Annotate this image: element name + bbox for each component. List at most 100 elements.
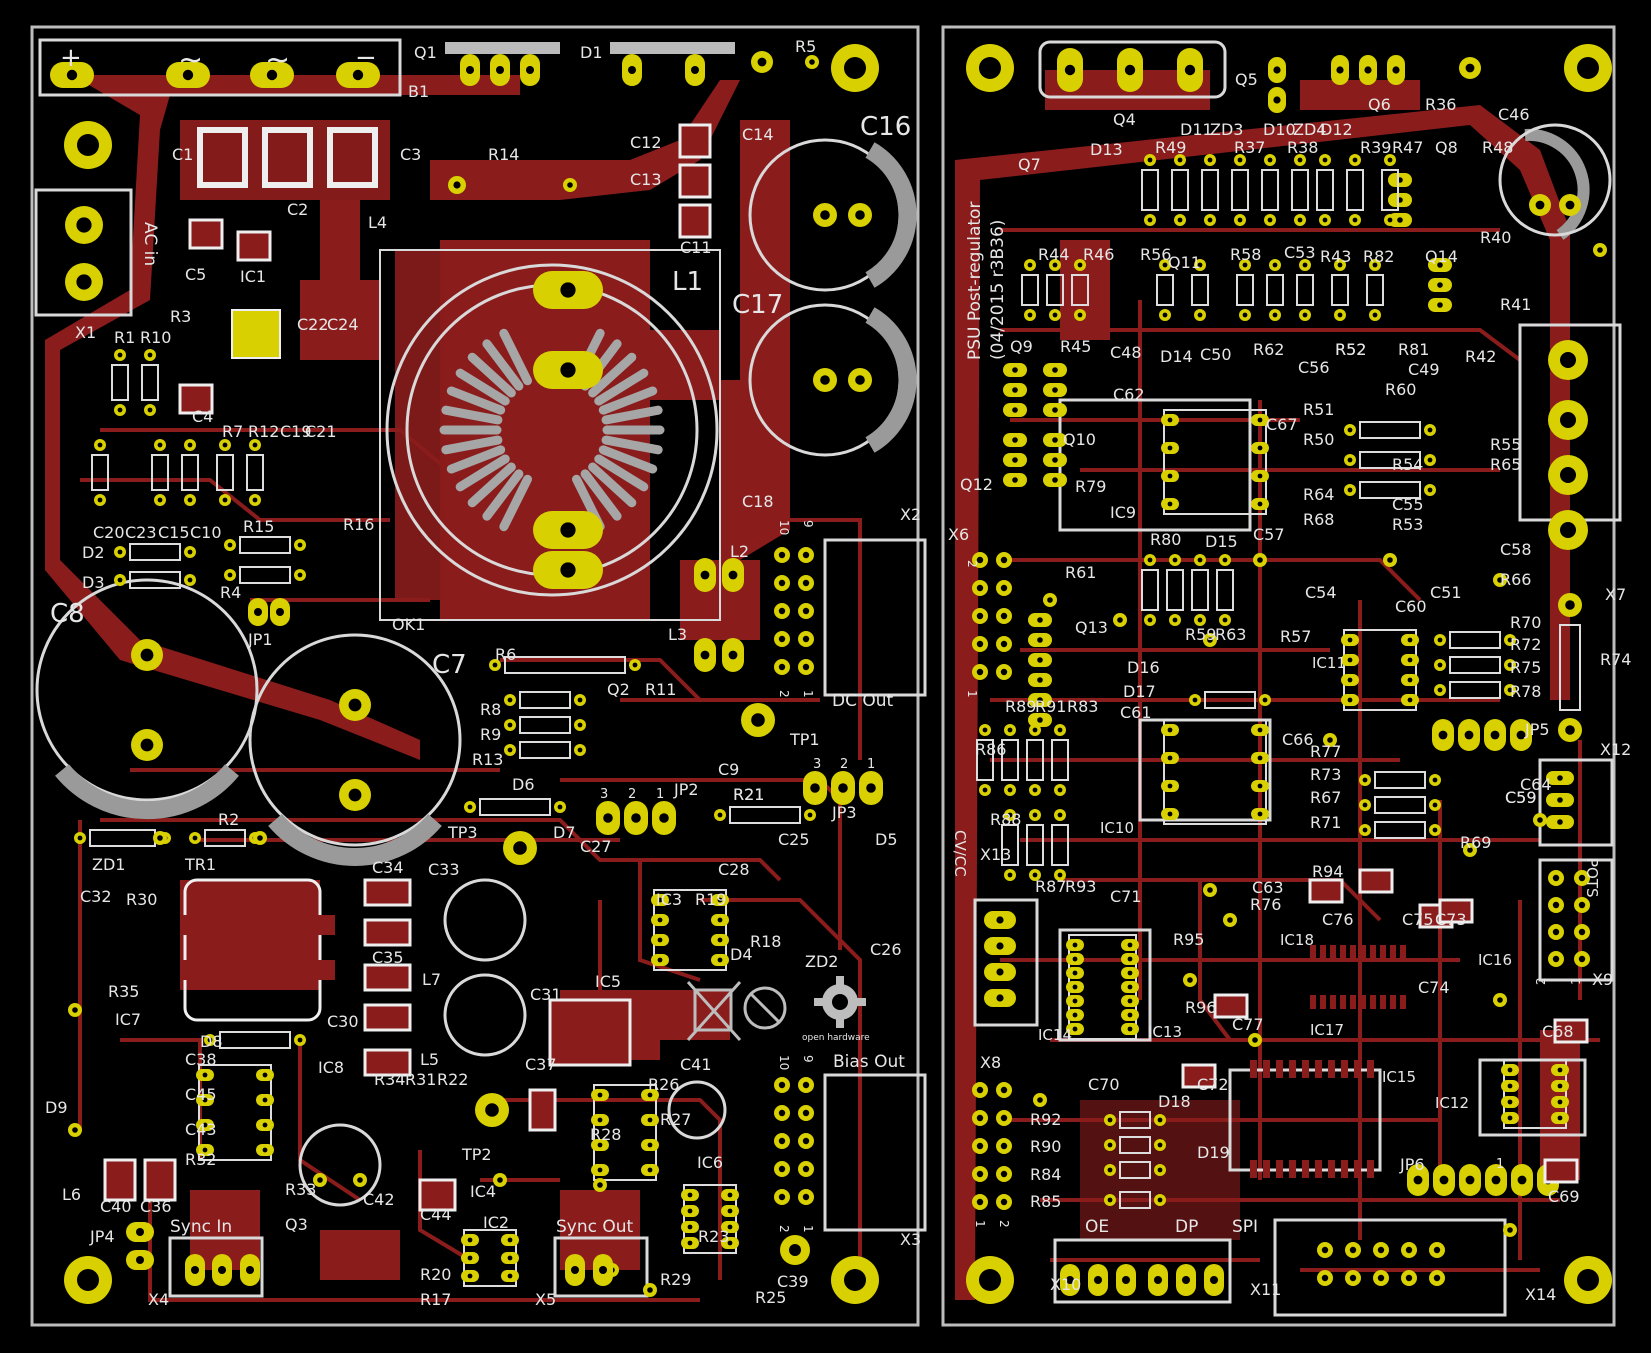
drill-hole [187,497,193,503]
toroid-winding [455,454,510,492]
drill-hole [1197,617,1203,623]
ref-label-c18: C18 [742,492,774,511]
ref-label-d3: D3 [82,573,105,592]
ic15-pin [1276,1060,1283,1078]
drill-hole [496,66,504,74]
drill-hole [597,1092,603,1098]
ref-label-c45: C45 [185,1085,217,1104]
drill-hole [1107,1167,1113,1173]
drill-hole [1557,1083,1563,1089]
resistor-body [1001,824,1019,866]
drill-hole [1507,687,1513,693]
drill-hole [1127,956,1133,962]
ref-label-d6: D6 [512,775,535,794]
drill-hole [717,917,723,923]
drill-hole [1565,200,1575,210]
drill-hole [492,662,498,668]
weee-logo [686,980,742,1042]
smd-part [178,383,214,415]
drill-hole [1560,467,1576,483]
drill-hole [1465,1175,1475,1185]
ref-label-tp3: TP3 [447,823,478,842]
ref-label-ic2: IC2 [483,1213,509,1232]
label-dp: DP [1175,1217,1198,1237]
drill-hole [202,1072,208,1078]
ref-label-r50: R50 [1303,430,1334,449]
resistor-body [246,454,264,491]
ref-label-c64: C64 [1520,775,1552,794]
resistor-body [519,741,571,759]
ref-label-c38: C38 [185,1050,217,1069]
ref-label-r83: R83 [1067,697,1098,716]
drill-hole [1272,312,1278,318]
drill-hole [1507,1083,1513,1089]
drill-hole [1516,730,1526,740]
drill-hole [1349,1246,1357,1254]
ref-label-c21: C21 [305,422,337,441]
toroid-winding [594,454,649,492]
ref-label-r38: R38 [1287,138,1318,157]
drill-hole [1557,797,1563,803]
ref-label-r72: R72 [1510,635,1541,654]
drill-hole [778,663,786,671]
drill-hole [192,835,198,841]
connector-x14-spi [1273,1218,1507,1317]
drill-hole [1507,662,1513,668]
drill-hole [297,1037,303,1043]
ref-label-r14: R14 [488,145,519,164]
drill-hole [526,66,534,74]
drill-hole [1257,417,1263,423]
smd-part [548,998,632,1067]
drill-hole [1057,872,1063,878]
drill-hole [717,812,723,818]
toroid-winding [482,469,524,521]
drill-hole [202,1122,208,1128]
drill-hole [157,835,163,841]
label-ac-in: AC in [140,222,160,266]
ref-label-c56: C56 [1298,358,1330,377]
drill-hole [1560,412,1576,428]
ref-label-jp3: JP3 [831,803,857,822]
resistor-body [1201,169,1219,211]
drill-hole [1167,445,1173,451]
ref-label-r25: R25 [755,1288,786,1307]
drill-hole [1405,1246,1413,1254]
label-oe: OE [1085,1217,1109,1237]
drill-hole [513,841,527,855]
ic17-pin [1380,945,1386,959]
ref-label-c41: C41 [680,1055,712,1074]
ref-label-ic18: IC18 [1280,931,1314,949]
ref-label-r93: R93 [1065,877,1096,896]
ref-label-r31: R31 [405,1070,436,1089]
drill-hole [778,1193,786,1201]
ref-label-l1: L1 [672,267,703,297]
drill-hole [855,210,865,220]
resistor-body [181,454,199,491]
drill-hole [187,549,193,555]
ref-label-c10: C10 [190,523,222,542]
drill-hole [1297,157,1303,163]
drill-hole [1432,827,1438,833]
drill-hole [1047,597,1053,603]
drill-hole [1037,717,1043,723]
drill-hole [140,738,154,752]
ref-label-zd3: ZD3 [1210,120,1243,139]
ref-label-r54: R54 [1392,455,1423,474]
ref-label-tp2: TP2 [461,1145,492,1164]
drill-hole [628,66,636,74]
drill-hole [1352,157,1358,163]
drill-hole [262,1097,268,1103]
label-plus: + [60,43,82,73]
drill-hole [1147,157,1153,163]
drill-hole [1322,217,1328,223]
ref-label-jp1: JP1 [247,630,273,649]
ref-label-r95: R95 [1173,930,1204,949]
smd-part [103,1158,137,1202]
drill-hole [1257,727,1263,733]
ref-label-r1: R1 [114,328,135,347]
resistor-body [1191,274,1209,306]
drill-hole [1072,1026,1078,1032]
drill-hole [802,579,810,587]
drill-hole [191,1266,199,1274]
